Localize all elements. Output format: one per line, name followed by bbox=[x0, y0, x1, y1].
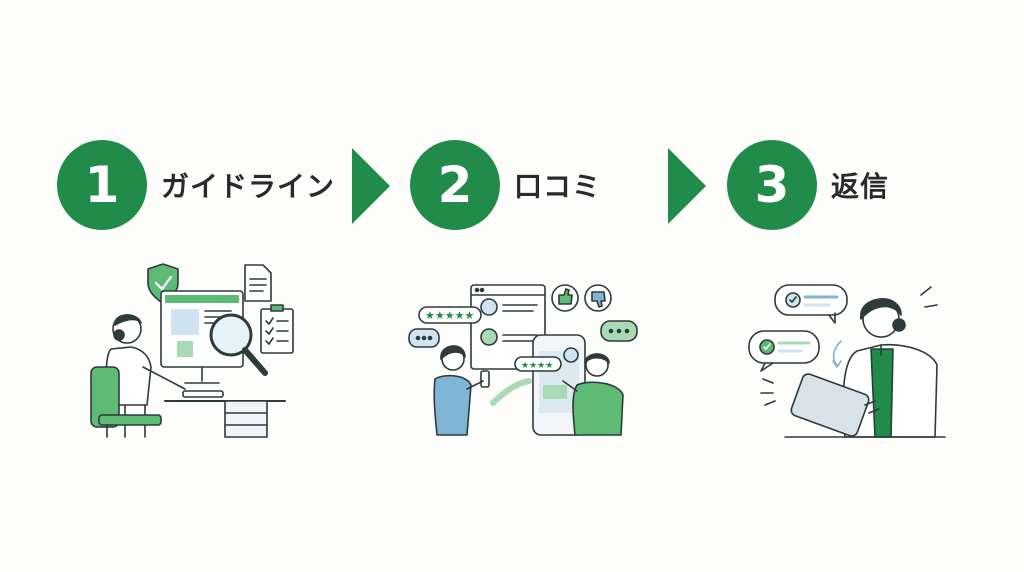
chat-bubble-check-icon bbox=[774, 284, 848, 324]
document-icon bbox=[244, 264, 272, 302]
checklist-icon bbox=[260, 304, 294, 354]
svg-text:★★★★★: ★★★★★ bbox=[425, 309, 474, 322]
step-2-number-badge: 2 bbox=[410, 140, 500, 230]
reviews-illustration: ★★★★★ ★★★★ bbox=[408, 284, 638, 436]
step-2-label: 口コミ bbox=[514, 170, 602, 203]
step-3-label: 返信 bbox=[831, 170, 890, 203]
svg-text:★★★★: ★★★★ bbox=[521, 361, 553, 371]
step-1-number-badge: 1 bbox=[57, 140, 147, 230]
star-rating-icon: ★★★★★ bbox=[418, 306, 482, 324]
browser-window-icon bbox=[470, 284, 546, 370]
step-1: 1 ガイドライン bbox=[57, 140, 335, 230]
magnifier-icon bbox=[209, 313, 268, 376]
office-chair-icon bbox=[90, 366, 162, 438]
arrow-right-icon bbox=[668, 148, 706, 224]
thumbs-down-icon bbox=[584, 284, 612, 312]
tablet-icon bbox=[790, 373, 870, 437]
step-3: 3 返信 bbox=[727, 140, 889, 230]
thumbs-up-icon bbox=[551, 284, 579, 312]
step-3-number-badge: 3 bbox=[727, 140, 817, 230]
reply-illustration bbox=[748, 284, 946, 438]
step-2: 2 口コミ bbox=[410, 140, 601, 230]
step-1-label: ガイドライン bbox=[161, 170, 336, 203]
guideline-illustration bbox=[90, 263, 294, 438]
doctor-icon bbox=[842, 298, 938, 438]
speech-bubble-icon bbox=[408, 328, 440, 348]
arrow-right-icon bbox=[352, 148, 390, 224]
